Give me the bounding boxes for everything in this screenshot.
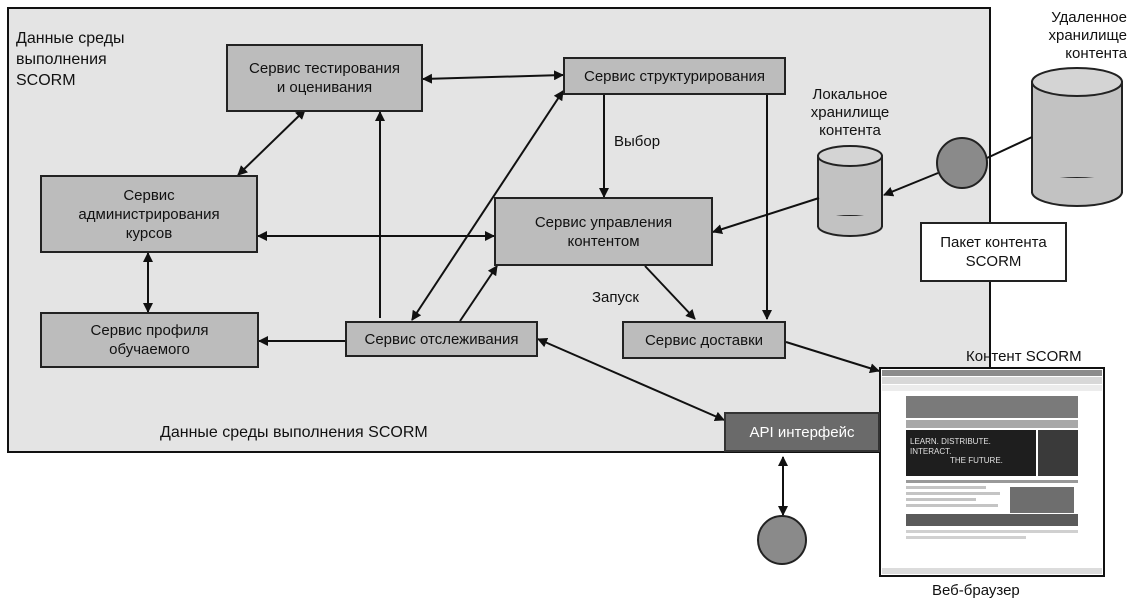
- scorm-content-label: Контент SCORM: [966, 348, 1082, 365]
- content-management-service-box[interactable]: Сервис управления контентом: [494, 197, 713, 266]
- connectors: [143, 70, 1033, 516]
- browser-banner-text: LEARN. DISTRIBUTE. INTERACT.: [910, 437, 1034, 457]
- arrow-tracking-api: [537, 338, 725, 421]
- select-label: Выбор: [614, 133, 661, 150]
- arrow-local-repo-content-mgmt: [712, 197, 820, 235]
- tracking-service-box[interactable]: Сервис отслеживания: [345, 321, 538, 357]
- delivery-service-label: Сервис доставки: [644, 331, 764, 349]
- web-browser-window: [879, 367, 1105, 577]
- arrow-testing-course-admin: [237, 109, 306, 176]
- client-connector-circle: [757, 515, 807, 565]
- structuring-service-label: Сервис структурирования: [583, 67, 765, 85]
- content-management-service-label: Сервис управления контентом: [534, 213, 673, 250]
- delivery-service-box[interactable]: Сервис доставки: [622, 321, 786, 359]
- api-interface-label: API интерфейс: [749, 423, 855, 441]
- course-admin-service-box[interactable]: Сервис администрирования курсов: [40, 175, 258, 253]
- tracking-service-label: Сервис отслеживания: [364, 330, 519, 348]
- arrow-delivery-browser: [785, 341, 880, 374]
- launch-label: Запуск: [592, 289, 639, 306]
- scorm-package-box[interactable]: Пакет контента SCORM: [920, 222, 1067, 282]
- browser-banner-line-1: LEARN. DISTRIBUTE. INTERACT.: [910, 437, 991, 456]
- arrow-launch: [644, 265, 696, 320]
- api-interface-box[interactable]: API интерфейс: [724, 412, 880, 452]
- arrow-remote-connector-local-repo: [883, 172, 939, 197]
- structuring-service-box[interactable]: Сервис структурирования: [563, 57, 786, 95]
- remote-repository-label: Удаленное хранилище контента: [1048, 9, 1127, 62]
- testing-service-box[interactable]: Сервис тестирования и оценивания: [226, 44, 423, 112]
- environment-footer-label: Данные среды выполнения SCORM: [160, 424, 428, 441]
- browser-banner-text-2: THE FUTURE.: [950, 456, 1030, 466]
- remote-repository-cylinder: [1031, 67, 1123, 207]
- arrow-tracking-structuring: [411, 90, 564, 321]
- learner-profile-service-label: Сервис профиля обучаемого: [90, 322, 209, 358]
- scorm-package-label: Пакет контента SCORM: [940, 234, 1047, 270]
- learner-profile-service-box[interactable]: Сервис профиля обучаемого: [40, 312, 259, 368]
- course-admin-service-label: Сервис администрирования курсов: [78, 186, 220, 242]
- local-repository-cylinder: [817, 145, 883, 237]
- testing-service-label: Сервис тестирования и оценивания: [249, 60, 400, 96]
- line-connector-remote-repo: [986, 136, 1033, 159]
- environment-title: Данные среды выполнения SCORM: [16, 30, 125, 89]
- web-browser-label: Веб-браузер: [932, 582, 1020, 599]
- browser-banner-line-2: THE FUTURE.: [950, 456, 1003, 465]
- arrow-testing-structuring: [422, 70, 564, 84]
- remote-connector-circle: [936, 137, 988, 189]
- local-repository-label: Локальное хранилище контента: [810, 86, 890, 139]
- arrow-tracking-content-mgmt: [459, 265, 498, 322]
